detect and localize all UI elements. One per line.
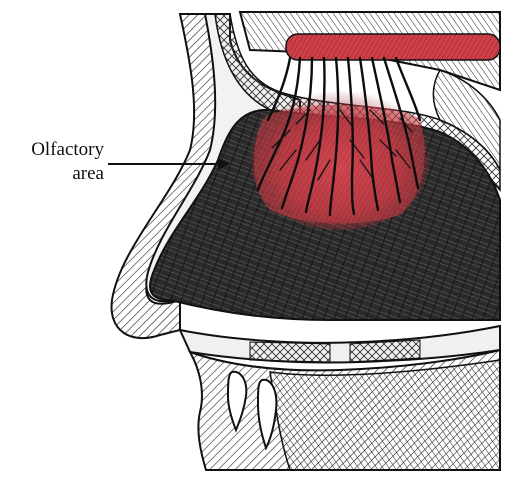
olfactory-epithelium-hatching — [254, 105, 425, 224]
olfactory-area-label-line1: Olfactory — [8, 138, 104, 162]
olfactory-area-label: Olfactory area — [8, 138, 104, 186]
tongue-region — [270, 360, 500, 470]
olfactory-bulb — [286, 34, 500, 60]
olfactory-area-label-line2: area — [8, 162, 104, 186]
hard-palate — [180, 326, 500, 363]
